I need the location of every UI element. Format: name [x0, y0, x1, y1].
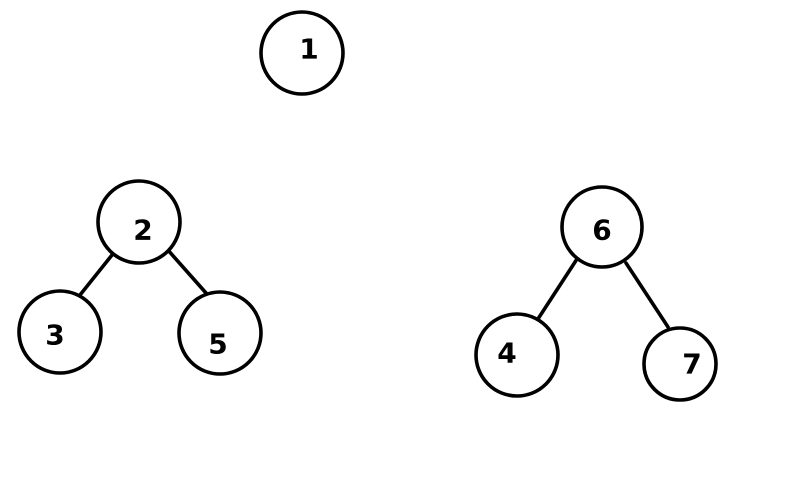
node-label: 4 — [497, 337, 516, 370]
tree-node-1: 1 — [259, 10, 345, 96]
node-circle — [17, 289, 103, 375]
edge-6-4 — [534, 257, 579, 324]
edge-2-3 — [78, 253, 114, 297]
edge-2-5 — [165, 247, 208, 295]
tree-node-4: 4 — [474, 312, 560, 398]
node-circle — [474, 312, 560, 398]
tree-node-2: 2 — [96, 179, 182, 265]
edge-6-7 — [624, 261, 670, 329]
tree-node-5: 5 — [177, 290, 263, 376]
node-circle — [560, 185, 644, 269]
node-label: 2 — [133, 214, 152, 247]
node-circle — [177, 290, 263, 376]
node-circle — [259, 10, 345, 96]
node-circle — [96, 179, 182, 265]
node-label: 7 — [682, 348, 701, 381]
tree-node-7: 7 — [642, 326, 718, 402]
node-label: 1 — [299, 33, 318, 66]
tree-node-3: 3 — [17, 289, 103, 375]
node-circle — [642, 326, 718, 402]
node-label: 5 — [208, 328, 227, 361]
node-label: 6 — [592, 214, 611, 247]
tree-node-6: 6 — [560, 185, 644, 269]
node-label: 3 — [45, 319, 64, 352]
